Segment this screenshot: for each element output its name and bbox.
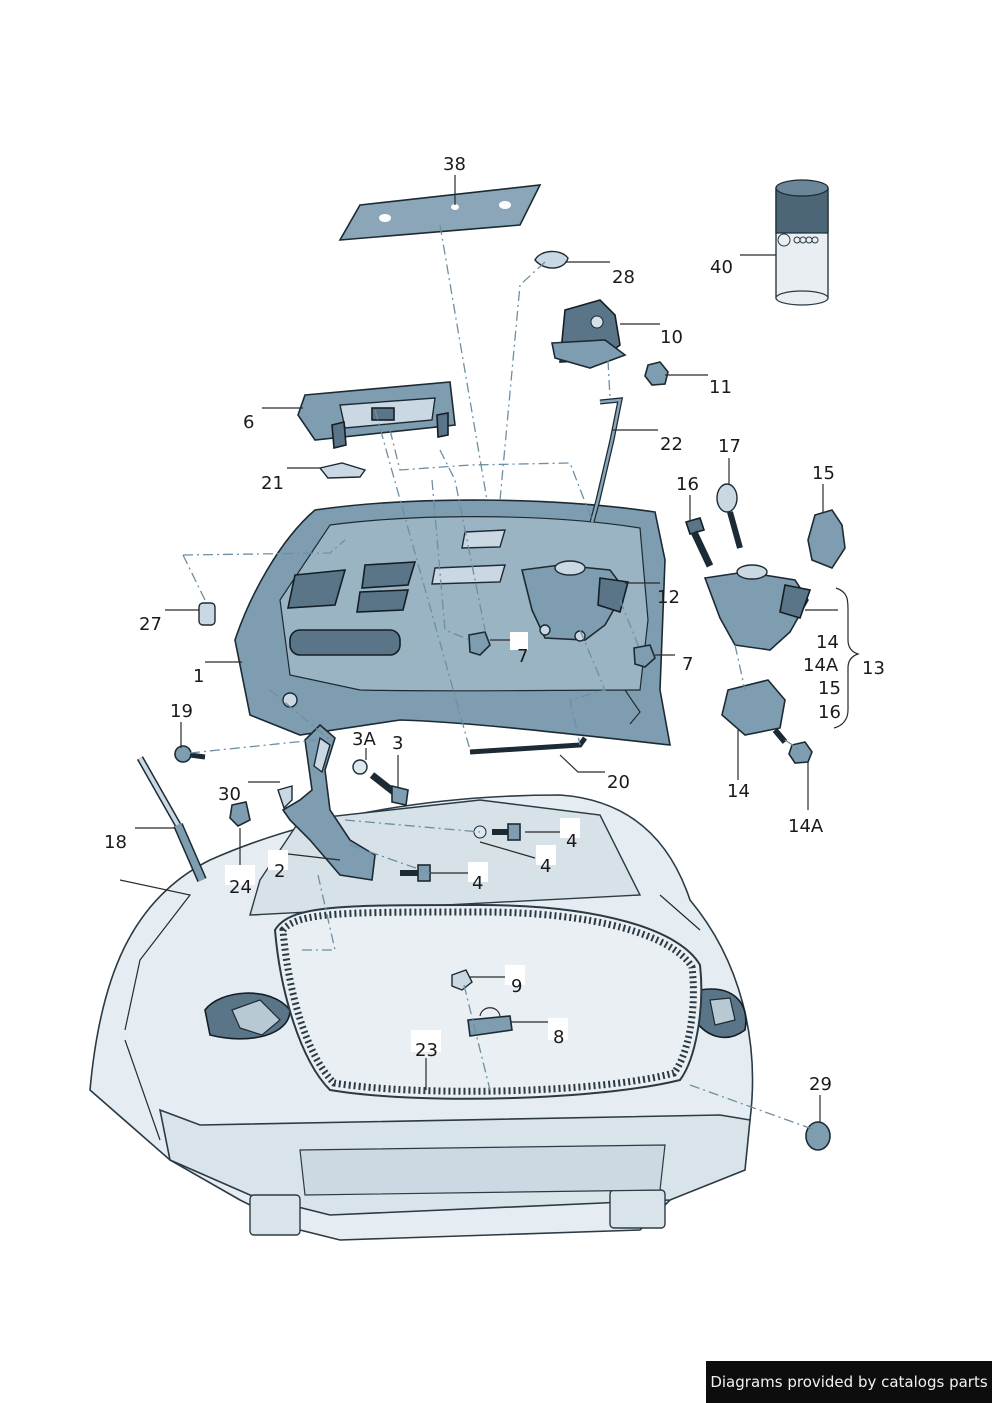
callout-14A[interactable]: 14A <box>803 655 839 676</box>
callout-12[interactable]: 12 <box>657 587 680 608</box>
clip-7a[interactable] <box>468 631 491 656</box>
callout-20[interactable]: 20 <box>607 772 630 793</box>
grommet-29[interactable] <box>805 1121 831 1151</box>
lock-10[interactable] <box>551 299 627 369</box>
callout-38[interactable]: 38 <box>443 154 466 175</box>
lock-cylinder-12[interactable] <box>521 560 630 642</box>
callout-27[interactable]: 27 <box>139 614 162 635</box>
washer-3A[interactable] <box>352 759 368 775</box>
ball-stud-19[interactable] <box>174 745 206 763</box>
cap-28[interactable] <box>534 250 569 269</box>
nut-11[interactable] <box>644 361 669 386</box>
callout-19[interactable]: 19 <box>170 701 193 722</box>
bolt-16[interactable] <box>684 517 714 568</box>
mat-holes <box>379 201 511 222</box>
sound-deadening-mat[interactable] <box>338 184 542 241</box>
callout-4[interactable]: 4 <box>566 831 578 852</box>
callout-14[interactable]: 14 <box>727 781 750 802</box>
callout-17[interactable]: 17 <box>718 436 741 457</box>
leader-lines <box>135 175 860 1122</box>
callout-3[interactable]: 3 <box>392 733 404 754</box>
callout-30[interactable]: 30 <box>218 784 241 805</box>
gas-strut-18[interactable] <box>136 756 207 882</box>
callout-13[interactable]: 13 <box>862 658 885 679</box>
assembly-lines <box>182 224 816 1131</box>
trunk-lid <box>234 499 671 746</box>
clip-30[interactable] <box>277 785 293 810</box>
credit-banner: Diagrams provided by catalogs parts <box>706 1361 992 1403</box>
lock-assembly-13[interactable] <box>703 564 812 651</box>
paint-can[interactable] <box>775 179 829 306</box>
callout-2[interactable]: 2 <box>274 861 286 882</box>
callout-10[interactable]: 10 <box>660 327 683 348</box>
callout-3A[interactable]: 3A <box>352 729 376 750</box>
callout-7[interactable]: 7 <box>682 654 694 675</box>
hinge-2[interactable] <box>281 723 376 881</box>
bumper-stop-27[interactable] <box>198 602 216 626</box>
car-rear-body <box>89 794 754 1241</box>
actuator-14[interactable] <box>721 679 788 744</box>
callout-7[interactable]: 7 <box>517 646 529 667</box>
callout-16[interactable]: 16 <box>676 474 699 495</box>
callout-1[interactable]: 1 <box>193 666 205 687</box>
callout-8[interactable]: 8 <box>553 1027 565 1048</box>
callout-22[interactable]: 22 <box>660 434 683 455</box>
clip-9[interactable] <box>451 969 473 991</box>
clip-24[interactable] <box>229 801 251 827</box>
callout-16[interactable]: 16 <box>818 702 841 723</box>
label-boxes <box>225 632 580 1052</box>
switch-15[interactable] <box>807 509 846 569</box>
callout-40[interactable]: 40 <box>710 257 733 278</box>
callout-18[interactable]: 18 <box>104 832 127 853</box>
callout-15[interactable]: 15 <box>818 678 841 699</box>
bracket-21[interactable] <box>318 462 367 479</box>
callout-15[interactable]: 15 <box>812 463 835 484</box>
callout-11[interactable]: 11 <box>709 377 732 398</box>
callout-4[interactable]: 4 <box>472 873 484 894</box>
callout-24[interactable]: 24 <box>229 877 252 898</box>
callout-14A[interactable]: 14A <box>788 816 824 837</box>
bolt-3[interactable] <box>369 772 409 806</box>
callout-28[interactable]: 28 <box>612 267 635 288</box>
callout-14[interactable]: 14 <box>816 632 839 653</box>
clip-7b[interactable] <box>633 644 656 668</box>
handle-6[interactable] <box>297 381 456 450</box>
callout-6[interactable]: 6 <box>243 412 255 433</box>
callout-29[interactable]: 29 <box>809 1074 832 1095</box>
rod-20[interactable] <box>469 736 588 755</box>
callout-21[interactable]: 21 <box>261 473 284 494</box>
callout-4[interactable]: 4 <box>540 856 552 877</box>
credit-text: Diagrams provided by catalogs parts <box>710 1373 988 1391</box>
callout-23[interactable]: 23 <box>415 1040 438 1061</box>
key-17[interactable] <box>716 483 743 549</box>
striker-8[interactable] <box>467 1007 513 1037</box>
callout-9[interactable]: 9 <box>511 976 523 997</box>
